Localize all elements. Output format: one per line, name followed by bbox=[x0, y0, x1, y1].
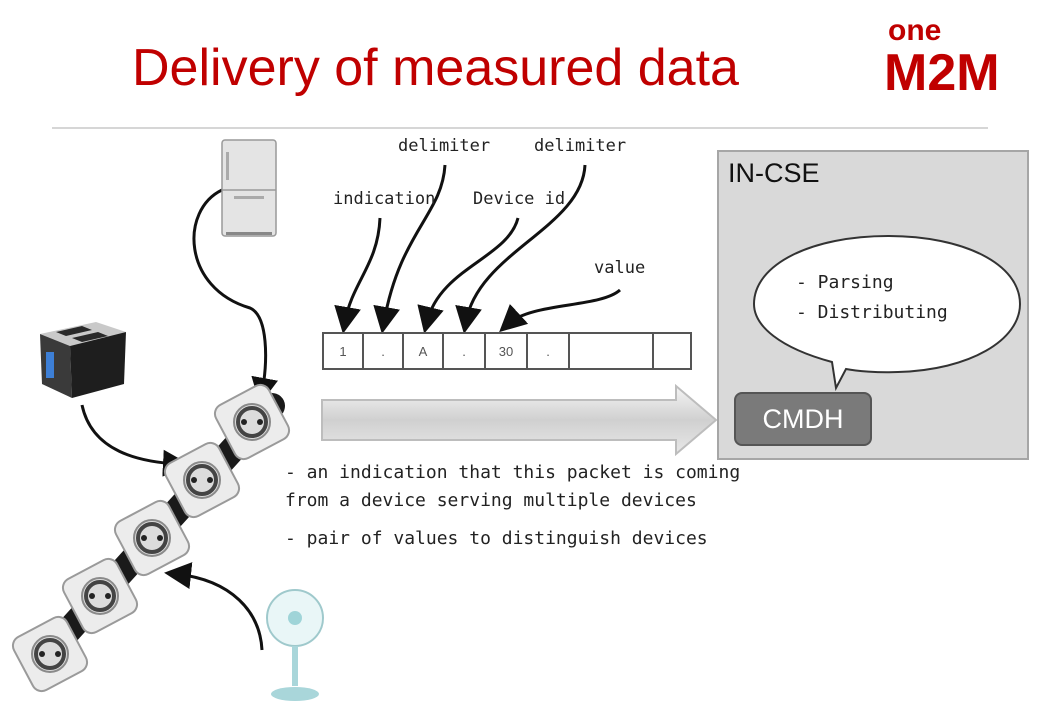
bubble-item-distributing: - Distributing bbox=[796, 302, 948, 323]
fan-icon bbox=[266, 589, 324, 701]
in-cse-title: IN-CSE bbox=[728, 158, 820, 188]
onem2m-logo: one M2M bbox=[880, 12, 1030, 103]
device-id-label: Device id bbox=[473, 189, 566, 209]
toaster-icon bbox=[40, 322, 126, 398]
svg-text:M2M: M2M bbox=[884, 44, 1000, 98]
packet-cell: 1 bbox=[322, 332, 364, 370]
description-line-1: - an indication that this packet is comi… bbox=[285, 462, 741, 483]
refrigerator-icon bbox=[221, 139, 277, 237]
cmdh-label: CMDH bbox=[762, 403, 844, 434]
speech-bubble bbox=[752, 234, 1022, 392]
slide-title: Delivery of measured data bbox=[132, 39, 739, 97]
packet-cell: . bbox=[526, 332, 570, 370]
indication-label: indication bbox=[333, 189, 436, 209]
transfer-arrow-icon bbox=[321, 384, 718, 456]
packet-cell: A bbox=[402, 332, 444, 370]
power-strip-icon bbox=[7, 379, 295, 697]
packet-cell bbox=[568, 332, 654, 370]
packet-cell: . bbox=[362, 332, 404, 370]
packet-cell: 30 bbox=[484, 332, 528, 370]
packet-cell: . bbox=[442, 332, 486, 370]
description-line-3: - pair of values to distinguish devices bbox=[285, 528, 708, 549]
packet-cell bbox=[652, 332, 692, 370]
bubble-item-parsing: - Parsing bbox=[796, 272, 894, 293]
delimiter-label-1: delimiter bbox=[398, 136, 491, 156]
title-divider bbox=[52, 127, 988, 129]
cmdh-box: CMDH bbox=[734, 392, 872, 446]
delimiter-label-2: delimiter bbox=[534, 136, 627, 156]
value-label: value bbox=[594, 258, 646, 278]
description-line-2: from a device serving multiple devices bbox=[285, 490, 697, 511]
svg-text:one: one bbox=[888, 14, 941, 47]
